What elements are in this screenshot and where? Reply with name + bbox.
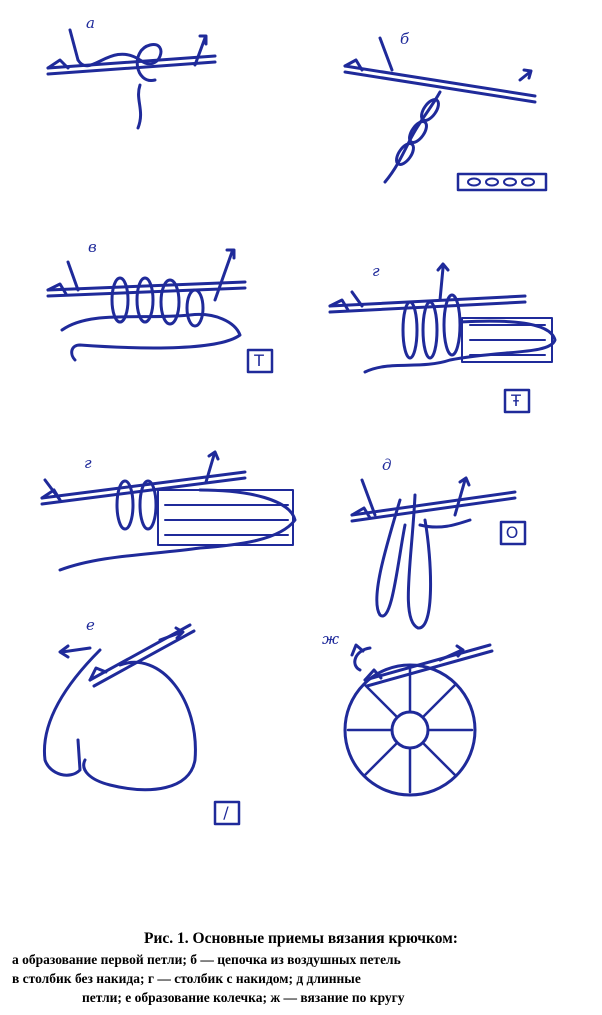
panel-label-g2: г: [84, 454, 92, 472]
panel-d-drawing: [350, 476, 527, 630]
panel-label-g1: г: [372, 262, 380, 280]
panel-label-b: б: [400, 30, 410, 48]
panel-zh-drawing: [343, 643, 494, 797]
symbol-box-v: T: [254, 351, 264, 370]
panel-e-drawing: [42, 623, 241, 826]
panel-b-drawing: [343, 36, 548, 192]
panel-label-d: д: [382, 456, 392, 474]
panel-a-drawing: [46, 28, 217, 130]
symbol-box-d: O: [505, 523, 519, 542]
caption-line-3: петли; е образование колечка; ж — вязани…: [82, 990, 405, 1005]
panel-g2-drawing: [40, 450, 297, 572]
symbol-box-e: /: [223, 803, 229, 822]
crochet-illustrations: [40, 28, 557, 826]
caption-line-2: в столбик без накида; г — столбик с наки…: [12, 971, 361, 986]
panel-label-v: в: [88, 238, 97, 256]
figure-caption: Рис. 1. Основные приемы вязания крючком:…: [12, 930, 590, 1007]
panel-label-a: а: [86, 14, 95, 32]
caption-title: Рис. 1. Основные приемы вязания крючком:: [144, 930, 458, 947]
panel-label-zh: ж: [322, 630, 340, 648]
panel-v-drawing: [46, 248, 274, 374]
panel-label-e: е: [86, 616, 95, 634]
symbol-box-g1: Ŧ: [511, 391, 521, 410]
panel-g1-drawing: [328, 262, 557, 414]
caption-line-1: а образование первой петли; б — цепочка …: [12, 952, 401, 967]
